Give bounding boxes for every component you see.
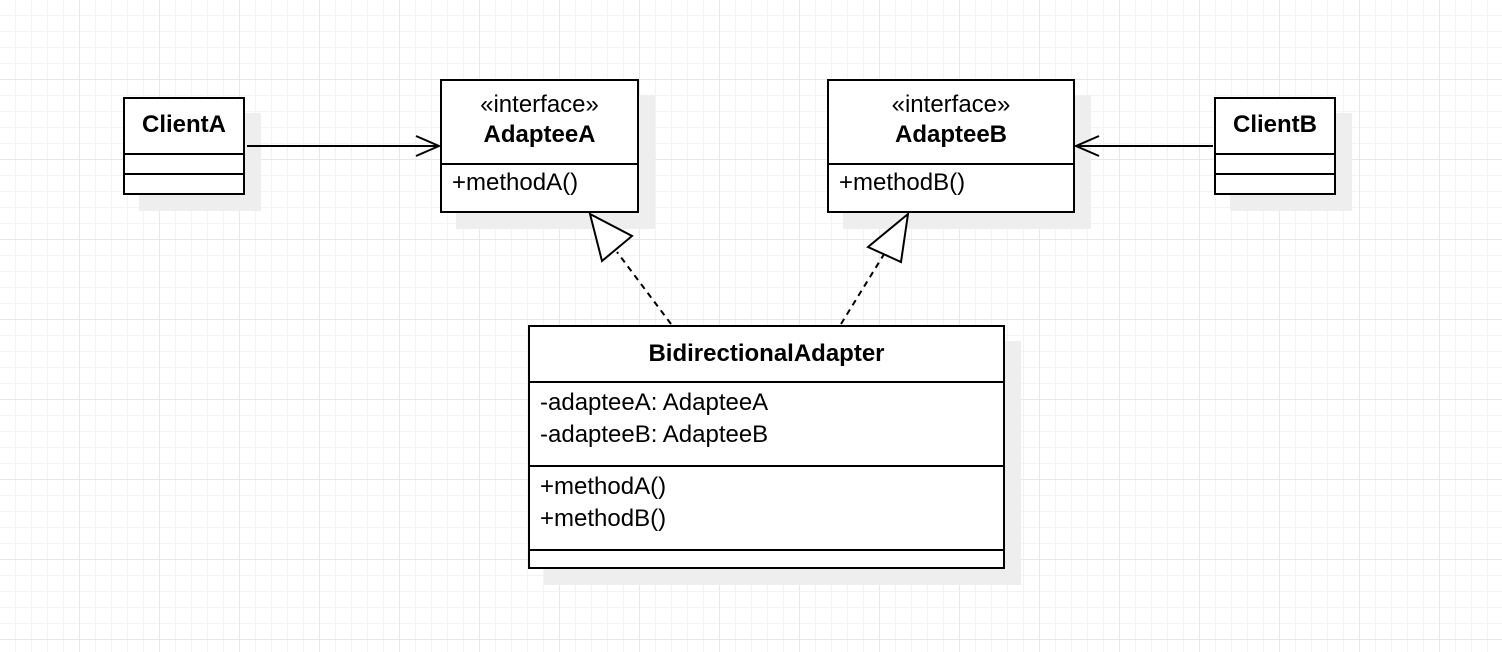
adaptee-b-header: «interface» AdapteeB — [829, 81, 1073, 163]
adapter-attribute: -adapteeB: AdapteeB — [540, 421, 769, 448]
client-b-name: ClientB — [1233, 111, 1317, 138]
adaptee-b-name: AdapteeB — [894, 121, 1008, 148]
adaptee-a-header: «interface» AdapteeA — [442, 81, 637, 163]
class-client-b[interactable]: ClientB — [1214, 97, 1336, 195]
adapter-name: BidirectionalAdapter — [648, 340, 885, 367]
adapter-methods: +methodA() +methodB() — [530, 465, 1003, 549]
class-client-a[interactable]: ClientA — [123, 97, 245, 195]
adapter-attributes: -adapteeA: AdapteeA -adapteeB: AdapteeB — [530, 381, 1003, 465]
adaptee-b-methods: +methodB() — [829, 163, 1073, 201]
realization-triangle-adaptee-a — [588, 212, 634, 263]
interface-adaptee-b[interactable]: «interface» AdapteeB +methodB() — [827, 79, 1075, 213]
client-a-methods — [125, 173, 243, 193]
adaptee-a-method: +methodA() — [452, 169, 579, 196]
adaptee-a-stereotype: «interface» — [480, 91, 599, 118]
open-arrowhead-adaptee-a — [415, 135, 442, 157]
adapter-header: BidirectionalAdapter — [530, 327, 1003, 381]
realization-triangle-adaptee-b — [866, 211, 910, 264]
client-b-methods — [1216, 173, 1334, 193]
realization-adaptee-b — [840, 250, 887, 325]
adapter-attribute: -adapteeA: AdapteeA — [540, 389, 769, 416]
client-a-attributes — [125, 153, 243, 173]
client-a-name: ClientA — [142, 111, 226, 138]
adaptee-b-stereotype: «interface» — [891, 91, 1011, 118]
client-b-attributes — [1216, 153, 1334, 173]
adapter-method: +methodB() — [540, 505, 667, 532]
adaptee-a-name: AdapteeA — [483, 121, 596, 148]
interface-adaptee-a[interactable]: «interface» AdapteeA +methodA() — [440, 79, 639, 213]
adapter-method: +methodA() — [540, 473, 667, 500]
adaptee-a-methods: +methodA() — [442, 163, 637, 201]
adapter-empty-compartment — [530, 549, 1003, 569]
adaptee-b-method: +methodB() — [839, 169, 966, 196]
realization-adaptee-a — [616, 251, 672, 325]
open-arrowhead-adaptee-b — [1073, 135, 1100, 157]
class-bidirectional-adapter[interactable]: BidirectionalAdapter -adapteeA: AdapteeA… — [528, 325, 1005, 569]
